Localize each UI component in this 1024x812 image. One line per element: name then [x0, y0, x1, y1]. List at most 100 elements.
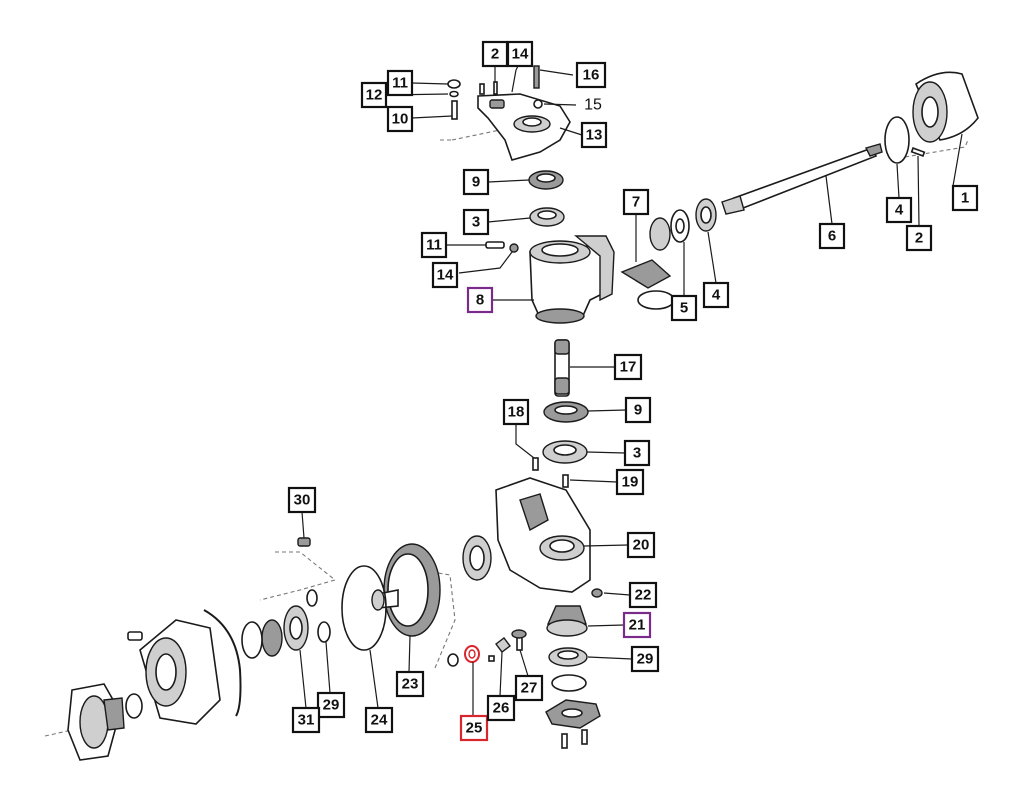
callout-4b-text: 4	[712, 287, 721, 304]
part-shim	[306, 589, 318, 607]
callout-9b: 9	[624, 396, 652, 424]
callout-12: 12	[360, 81, 388, 109]
callout-2b: 2	[905, 224, 933, 252]
callout-4a-text: 4	[895, 202, 904, 219]
callout-24-text: 24	[371, 712, 388, 729]
callout-25: 25	[459, 714, 489, 742]
callout-1: 1	[951, 184, 979, 212]
part-ring-gear-23	[371, 543, 441, 637]
callout-20: 20	[626, 531, 656, 559]
callout-15-text: 15	[584, 97, 602, 114]
part-nut-14-mid	[509, 243, 519, 253]
part-pin-18	[532, 457, 539, 471]
part-seal-4	[695, 198, 717, 232]
part-shaft-6	[721, 143, 883, 215]
callout-29a-text: 29	[637, 651, 654, 668]
callout-24: 24	[364, 706, 394, 734]
part-seal-9-upper	[528, 170, 564, 190]
part-washer-15	[533, 99, 543, 109]
part-washer-12	[449, 90, 459, 98]
callout-26-text: 26	[493, 700, 510, 717]
callout-31-text: 31	[298, 712, 315, 729]
callout-27: 27	[514, 674, 544, 702]
callout-13-text: 13	[586, 127, 603, 144]
leader-lines	[299, 61, 963, 716]
callout-11a: 11	[386, 69, 414, 97]
callout-29b-text: 29	[323, 697, 340, 714]
callout-22: 22	[628, 581, 658, 609]
callout-labels: 1 2 2 3 3 4 4 5 6 7 8 9 9 10 11 11 12 13…	[287, 40, 979, 742]
part-screw-16	[533, 65, 540, 89]
callout-11b-text: 11	[426, 237, 442, 254]
part-pinion-21	[546, 605, 588, 637]
callout-18-text: 18	[508, 404, 525, 421]
callout-15: 15	[584, 97, 602, 114]
parts	[67, 65, 979, 761]
callout-22-text: 22	[635, 587, 652, 604]
part-bolt-10	[451, 100, 458, 120]
callout-27-text: 27	[521, 680, 538, 697]
callout-30: 30	[287, 486, 317, 514]
part-bevel-gear-7	[620, 217, 672, 289]
callout-21-text: 21	[629, 617, 646, 634]
part-bolt-bottom-a	[561, 733, 568, 749]
part-oring-4-right	[884, 116, 910, 164]
part-washer-5	[670, 209, 690, 243]
part-seal-9-lower	[543, 401, 589, 423]
callout-7-text: 7	[632, 194, 640, 211]
callout-10-text: 10	[392, 111, 409, 128]
callout-6: 6	[818, 222, 846, 250]
callout-11b: 11	[420, 231, 448, 259]
callout-17-text: 17	[620, 359, 637, 376]
callout-2b-text: 2	[915, 230, 923, 247]
callout-16: 16	[575, 61, 607, 89]
part-ring-small	[447, 653, 459, 667]
callout-9a: 9	[462, 168, 490, 196]
part-washer-5-low	[637, 290, 675, 310]
callout-5: 5	[670, 294, 698, 322]
part-housing-8	[529, 235, 615, 324]
callout-18: 18	[502, 398, 530, 426]
callout-10: 10	[386, 105, 414, 133]
callout-8: 8	[466, 286, 494, 314]
part-bearing-31	[241, 605, 309, 659]
callout-9b-text: 9	[634, 402, 642, 419]
part-bearing-3-upper	[529, 207, 565, 227]
callout-14a: 14	[506, 40, 534, 68]
callout-3b-text: 3	[633, 445, 641, 462]
part-screw-19	[562, 474, 569, 488]
part-oring-flange	[125, 693, 143, 719]
callout-30-text: 30	[294, 492, 311, 509]
callout-1-text: 1	[961, 190, 969, 207]
callout-23: 23	[395, 670, 425, 698]
callout-2a: 2	[481, 40, 509, 68]
callout-29b: 29	[316, 691, 346, 719]
callout-19: 19	[615, 468, 645, 496]
callout-19-text: 19	[622, 474, 639, 491]
callout-20-text: 20	[633, 537, 650, 554]
callout-23-text: 23	[402, 676, 419, 693]
callout-25-text: 25	[466, 720, 483, 737]
part-spring-14	[511, 69, 517, 93]
part-screw-small	[479, 83, 485, 95]
callout-8-text: 8	[476, 292, 484, 309]
callout-14b-text: 14	[437, 267, 454, 284]
part-plug-22	[591, 588, 603, 598]
part-nut-11	[447, 79, 461, 89]
part-screw-30	[297, 537, 311, 547]
callout-29a: 29	[630, 645, 660, 673]
callout-7: 7	[622, 188, 650, 216]
part-bolt-11-mid	[485, 241, 505, 249]
part-washer-29-left	[317, 621, 331, 643]
part-stud-17	[554, 339, 570, 397]
callout-4b: 4	[702, 281, 730, 309]
callout-16-text: 16	[583, 67, 600, 84]
callout-3a: 3	[462, 208, 490, 236]
part-pin-2-top	[493, 81, 498, 95]
part-oring-24	[341, 565, 387, 651]
part-output-flange	[67, 683, 125, 761]
callout-5-text: 5	[680, 300, 688, 317]
part-washer-lower	[551, 674, 587, 692]
callout-4a: 4	[885, 196, 913, 224]
